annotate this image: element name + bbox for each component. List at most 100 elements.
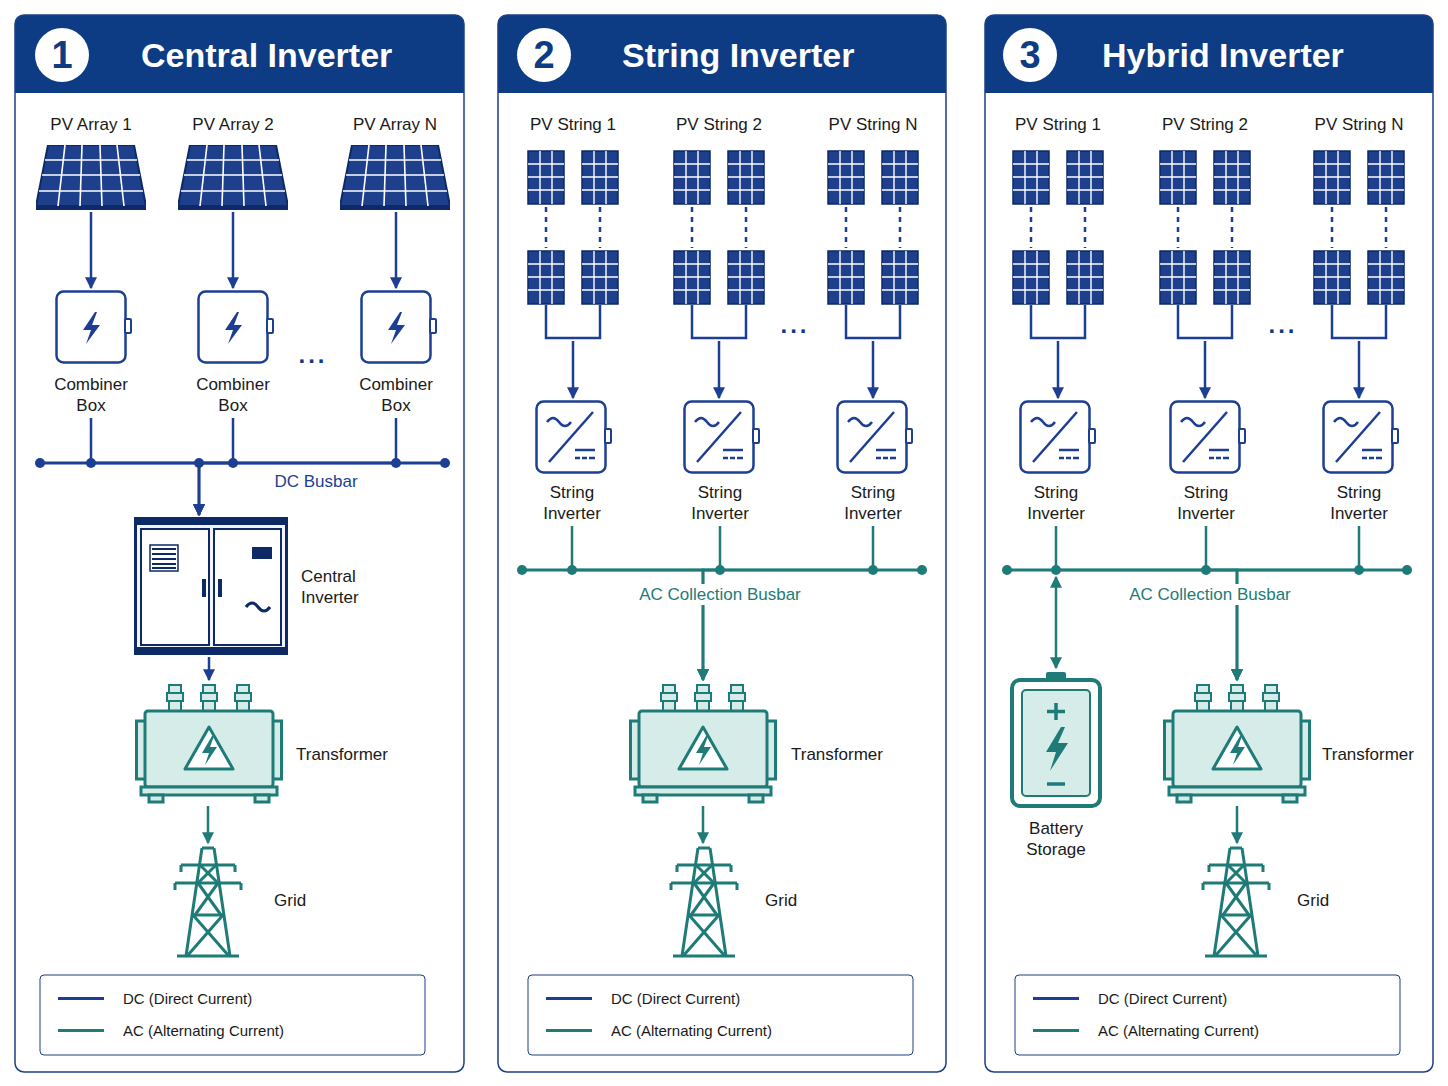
component-node: Combiner Box — [186, 288, 282, 418]
power-connector — [1057, 341, 1060, 398]
power-connector — [1236, 806, 1239, 843]
component-node: String Inverter — [1158, 398, 1256, 526]
panel-number: 2 — [517, 28, 571, 82]
busbar-label: DC Busbar — [270, 471, 361, 492]
component-node: PV String 2 — [1150, 112, 1262, 341]
battery-bus-arrow — [1055, 577, 1058, 668]
legend-swatch — [546, 1029, 592, 1032]
component-label: PV String N — [1304, 114, 1414, 135]
power-connector — [207, 806, 210, 843]
drawing-part — [537, 402, 612, 473]
pv-string-icons — [528, 151, 1404, 338]
component-node: String Inverter — [1008, 398, 1106, 526]
panel-number: 3 — [1003, 28, 1057, 82]
component-label: Transformer — [1322, 744, 1422, 765]
component-label: String Inverter — [524, 482, 620, 524]
label-holder: ... — [1133, 314, 1433, 337]
component-label: String Inverter — [1008, 482, 1104, 524]
drawing-part — [985, 15, 1433, 1072]
transformer-icons — [137, 685, 1310, 802]
component-label: Combiner Box — [186, 374, 280, 416]
drawing-part — [828, 151, 918, 338]
drawing-part — [340, 145, 450, 210]
drawing-part — [631, 685, 776, 802]
label-holder: AC Collection Busbar — [1060, 584, 1360, 605]
component-label: String Inverter — [672, 482, 768, 524]
component-node: Battery Storage — [1000, 670, 1112, 865]
legend-text: AC (Alternating Current) — [123, 1022, 284, 1040]
legend-box — [40, 975, 1400, 1055]
component-label: PV String 2 — [1150, 114, 1260, 135]
power-connector — [199, 418, 233, 515]
drawing-part — [498, 15, 946, 1072]
component-node: PV Array 2 — [171, 112, 297, 212]
legend-text: AC (Alternating Current) — [1098, 1022, 1259, 1040]
component-label: PV String N — [818, 114, 928, 135]
component-label: Grid — [765, 890, 810, 911]
grid-tower-icons — [175, 848, 1269, 956]
panel: Central Inverter1PV Array 1PV Array 2PV … — [15, 15, 464, 1072]
drawing-part — [57, 292, 132, 363]
number-badge: 2 — [517, 28, 573, 84]
component-label: Grid — [274, 890, 319, 911]
string-inverter-icons — [537, 402, 1399, 473]
drawing-part — [137, 685, 282, 802]
drawing-part — [199, 292, 274, 363]
panel-number: 1 — [35, 28, 89, 82]
power-connector — [199, 418, 396, 515]
power-connector — [1204, 341, 1207, 398]
drawing-part — [1013, 151, 1103, 338]
panel-title: Central Inverter — [141, 33, 441, 77]
panel: String Inverter 2 PV String 1 PV String 2 PV… — [498, 15, 947, 1072]
drawing-part — [1002, 565, 1012, 575]
legend-text: DC (Direct Current) — [123, 990, 252, 1008]
drawing-part — [440, 458, 450, 468]
drawing-part — [35, 28, 89, 82]
component-node: Combiner Box — [44, 288, 140, 418]
label-holder: ... — [645, 314, 945, 337]
component-node: Grid — [170, 843, 321, 960]
component-label: PV Array N — [333, 114, 457, 135]
drawing-part — [15, 15, 464, 1072]
central-inverter-icon — [134, 518, 288, 655]
component-node: PV String 2 — [664, 112, 776, 341]
component-node: PV String 1 — [1003, 112, 1115, 341]
legend-swatch — [58, 1029, 104, 1032]
component-label: String Inverter — [1158, 482, 1254, 524]
number-badge: 1 — [35, 28, 91, 84]
component-label: String Inverter — [825, 482, 921, 524]
drawing-part — [498, 15, 946, 93]
component-label: PV String 2 — [664, 114, 774, 135]
power-connector — [872, 341, 875, 398]
drawing-part — [15, 15, 464, 93]
panel-frames — [15, 15, 1433, 1072]
component-label: PV Array 2 — [171, 114, 295, 135]
panel-title: Hybrid Inverter — [1102, 33, 1402, 77]
component-label: PV String 1 — [1003, 114, 1113, 135]
busbar-label: AC Collection Busbar — [1125, 584, 1295, 605]
power-connector — [90, 212, 93, 288]
component-node: Central Inverter — [134, 515, 381, 657]
component-node: String Inverter — [825, 398, 923, 526]
drawing-part — [35, 458, 45, 468]
component-label: PV String 1 — [518, 114, 628, 135]
drawing-part — [674, 151, 764, 338]
legend-swatch — [546, 997, 592, 1000]
ellipsis-mark: ... — [1264, 314, 1301, 335]
component-node: Transformer — [135, 680, 400, 806]
component-node: Combiner Box — [349, 288, 445, 418]
label-holder: ... — [163, 344, 463, 367]
drawing-part — [1171, 402, 1246, 473]
component-label: Grid — [1297, 890, 1342, 911]
panel: Hybrid Inverter 3 PV String 1 PV String 2 PV… — [985, 15, 1434, 1072]
label-holder: AC Collection Busbar — [570, 584, 870, 605]
label-holder: DC Busbar — [166, 471, 466, 492]
drawing-part — [671, 848, 737, 956]
drawing-part — [1324, 402, 1399, 473]
power-connector — [718, 341, 721, 398]
component-node: PV String 1 — [518, 112, 630, 341]
component-node: Transformer — [1162, 680, 1424, 806]
component-node: String Inverter — [1311, 398, 1409, 526]
ellipsis-mark: ... — [294, 344, 331, 365]
combiner-box-icons — [57, 292, 437, 363]
